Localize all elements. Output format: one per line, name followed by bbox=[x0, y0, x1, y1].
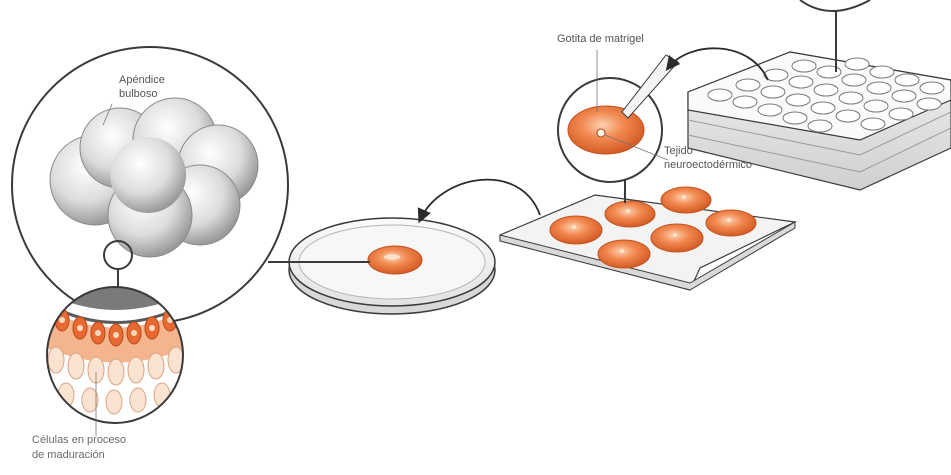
label-gotita: Gotita de matrigel bbox=[557, 33, 644, 46]
droplet-magnifier bbox=[558, 50, 678, 203]
label-apendice-line2: bulboso bbox=[119, 88, 158, 101]
prior-step-circle bbox=[800, 0, 870, 11]
petri-dish bbox=[289, 218, 495, 314]
label-celulas-line2: de maduración bbox=[32, 449, 105, 462]
label-tejido-line1: Tejido bbox=[664, 145, 693, 158]
label-apendice-line1: Apéndice bbox=[119, 74, 165, 87]
label-tejido-line2: neuroectodérmico bbox=[664, 159, 752, 172]
droplet-tray bbox=[500, 187, 795, 290]
label-celulas-line1: Células en proceso bbox=[32, 434, 126, 447]
arrow-tray-to-petri bbox=[420, 180, 540, 220]
neuroectoderm-tissue bbox=[597, 129, 605, 137]
petri-organoid bbox=[368, 246, 422, 274]
